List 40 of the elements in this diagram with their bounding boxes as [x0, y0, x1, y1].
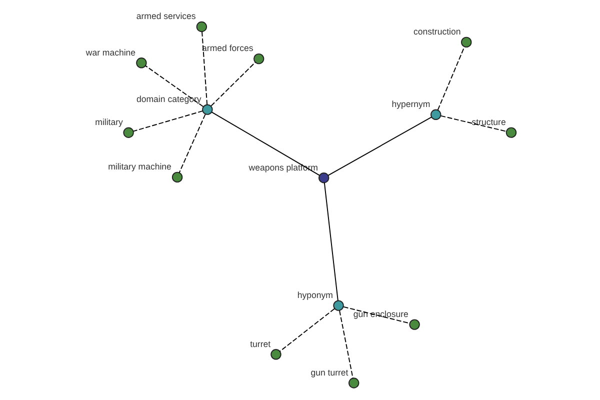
node-circle	[171, 172, 182, 183]
node-label: turret	[250, 338, 270, 349]
node-circle	[460, 36, 472, 48]
node-circle	[196, 21, 207, 32]
connector	[327, 116, 432, 176]
node-circle	[348, 378, 359, 388]
connector	[323, 182, 338, 302]
connector	[436, 46, 464, 110]
node-label: domain category	[136, 94, 201, 104]
connector	[144, 65, 204, 107]
connector	[440, 115, 506, 132]
node-circle	[408, 319, 420, 330]
node-label: war machine	[85, 47, 136, 58]
node-circle	[202, 104, 212, 115]
connector	[210, 112, 320, 176]
connector	[278, 308, 334, 352]
node-label: gun enclosure	[352, 308, 408, 319]
connector	[132, 110, 203, 132]
node-circle	[122, 127, 134, 138]
node-label: construction	[412, 26, 460, 37]
connector	[210, 62, 256, 106]
connector	[178, 114, 206, 174]
node-label: armed forces	[202, 43, 253, 54]
node-label: gun turret	[310, 367, 348, 378]
node-circle	[505, 127, 516, 138]
connector	[342, 306, 410, 324]
connector	[201, 31, 208, 106]
node-label: military machine	[108, 162, 171, 172]
node-circle	[136, 58, 146, 68]
node-label: armed services	[136, 11, 196, 22]
node-circle	[332, 300, 344, 311]
node-label: military	[94, 117, 122, 128]
node-circle	[252, 53, 264, 64]
connector	[338, 310, 353, 379]
node-circle	[270, 349, 281, 360]
node-label: structure	[471, 116, 506, 127]
node-label: hypernym	[391, 99, 430, 110]
node-circle	[318, 172, 329, 184]
node-circle	[430, 109, 441, 120]
node-label: hyponym	[296, 290, 332, 300]
